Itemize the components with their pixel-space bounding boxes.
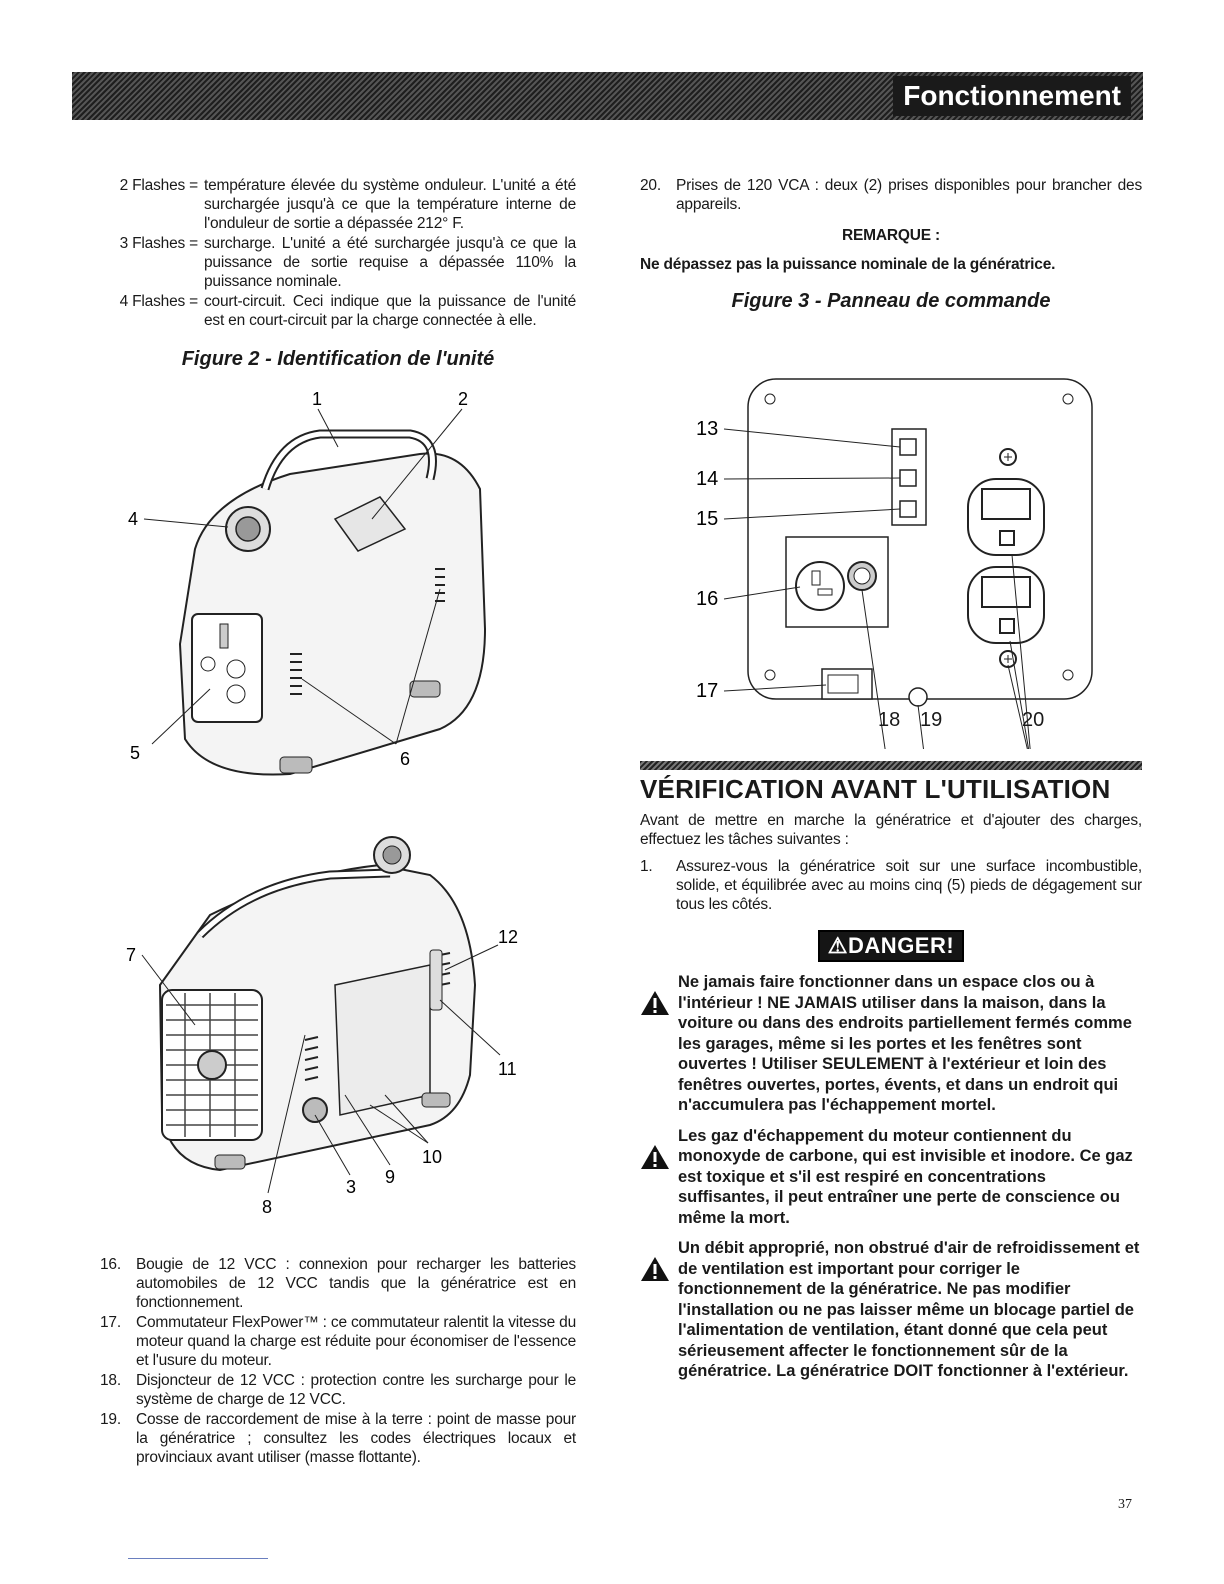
item-number: 18.	[100, 1372, 121, 1389]
flash-codes: 2 Flashes = température élevée du systèm…	[100, 176, 577, 330]
item-text: Bougie de 12 VCC : connexion pour rechar…	[136, 1256, 576, 1311]
callout-label: 5	[130, 743, 140, 763]
flash-key: 3 Flashes =	[119, 235, 199, 252]
generator-front-illustration: 1 2 4 5 6	[128, 389, 487, 776]
section-title: VÉRIFICATION AVANT L'UTILISATION	[640, 774, 1111, 804]
callout-label: 8	[262, 1197, 272, 1217]
danger-header: ⚠DANGER!	[640, 930, 1142, 962]
item-number: 16.	[100, 1256, 121, 1273]
callout-label: 18	[878, 709, 901, 731]
flash-text: température élevée du système onduleur. …	[204, 177, 576, 232]
item-number: 17.	[100, 1314, 121, 1331]
figure-3-title: Figure 3 - Panneau de commande	[731, 290, 1051, 312]
flash-text: court-circuit. Ceci indique que la puiss…	[204, 293, 576, 329]
callout-label: 19	[920, 709, 943, 731]
callout-label: 13	[696, 418, 718, 440]
callout-label: 9	[385, 1167, 395, 1187]
warning-text: Ne jamais faire fonctionner dans un espa…	[678, 973, 1132, 1114]
item-number: 20.	[640, 177, 661, 194]
left-column: 2 Flashes = température élevée du systèm…	[100, 176, 576, 1468]
callout-label: 12	[498, 927, 518, 947]
warning-block: Un débit approprié, non obstrué d'air de…	[640, 1238, 1142, 1382]
warning-block: Les gaz d'échappement du moteur contienn…	[640, 1126, 1142, 1229]
warning-triangle-icon: ⚠	[827, 933, 849, 958]
list-item: 20. Prises de 120 VCA : deux (2) prises …	[640, 176, 1142, 214]
section-intro: Avant de mettre en marche la génératrice…	[640, 812, 1142, 848]
right-column: 20. Prises de 120 VCA : deux (2) prises …	[640, 176, 1142, 1382]
feature-list: 16. Bougie de 12 VCC : connexion pour rec…	[100, 1255, 576, 1467]
item-text: Commutateur FlexPower™ : ce commutateur …	[136, 1314, 576, 1369]
callout-label: 17	[696, 680, 718, 702]
list-item: 16. Bougie de 12 VCC : connexion pour rec…	[100, 1255, 576, 1312]
item-text: Assurez-vous la génératrice soit sur une…	[676, 858, 1142, 913]
callout-label: 16	[696, 588, 718, 610]
callout-label: 15	[696, 508, 718, 530]
item-text: Prises de 120 VCA : deux (2) prises disp…	[676, 177, 1142, 213]
callout-label: 4	[128, 509, 138, 529]
list-item: 1. Assurez-vous la génératrice soit sur …	[640, 857, 1142, 914]
flash-row: 2 Flashes = température élevée du systèm…	[100, 176, 577, 233]
control-panel-illustration: 13 14 15 16 17	[696, 378, 1093, 749]
remark-title: REMARQUE :	[842, 227, 940, 244]
flash-key: 2 Flashes =	[119, 177, 199, 194]
page-number: 37	[1118, 1497, 1132, 1512]
item-text: Disjoncteur de 12 VCC : protection contr…	[136, 1372, 576, 1408]
callout-label: 11	[498, 1059, 517, 1079]
figure-2-title: Figure 2 - Identification de l'unité	[181, 348, 495, 370]
warning-triangle-icon	[640, 1126, 678, 1229]
callout-label: 14	[696, 468, 718, 490]
section-heading: Fonctionnement	[893, 76, 1131, 116]
flash-row: 4 Flashes = court-circuit. Ceci indique …	[100, 292, 577, 330]
callout-label: 7	[126, 945, 136, 965]
callout-label: 20	[1022, 709, 1045, 731]
footer-rule	[128, 1558, 268, 1559]
item-number: 1.	[640, 858, 653, 875]
warning-text: Un débit approprié, non obstrué d'air de…	[678, 1239, 1140, 1380]
list-item: 19. Cosse de raccordement de mise à la te…	[100, 1410, 576, 1467]
flash-key: 4 Flashes =	[119, 293, 199, 310]
flash-text: surcharge. L'unité a été surchargée jusq…	[204, 235, 576, 290]
warning-triangle-icon	[640, 972, 678, 1116]
callout-label: 2	[458, 389, 468, 409]
callout-label: 6	[400, 749, 410, 769]
warning-block: Ne jamais faire fonctionner dans un espa…	[640, 972, 1142, 1116]
item-number: 19.	[100, 1411, 121, 1428]
remark-text: Ne dépassez pas la puissance nominale de…	[640, 256, 1056, 273]
generator-rear-illustration: 7 12 11 10 9 3 8	[126, 836, 518, 1217]
callout-label: 1	[312, 389, 322, 409]
danger-badge: ⚠DANGER!	[817, 930, 965, 962]
item-text: Cosse de raccordement de mise à la terre…	[136, 1411, 576, 1466]
list-item: 18. Disjoncteur de 12 VCC : protection co…	[100, 1371, 576, 1409]
warning-text: Les gaz d'échappement du moteur contienn…	[678, 1126, 1133, 1227]
flash-row: 3 Flashes = surcharge. L'unité a été sur…	[100, 234, 577, 291]
figure-3-bottom-labels: 18 19 20	[640, 709, 1142, 737]
list-item: 17. Commutateur FlexPower™ : ce commutate…	[100, 1313, 576, 1370]
section-rule	[640, 761, 1142, 770]
warning-triangle-icon	[640, 1238, 678, 1382]
danger-label: DANGER!	[848, 933, 955, 958]
header-banner: Fonctionnement	[72, 72, 1143, 120]
callout-label: 3	[346, 1177, 356, 1197]
callout-label: 10	[422, 1147, 442, 1167]
